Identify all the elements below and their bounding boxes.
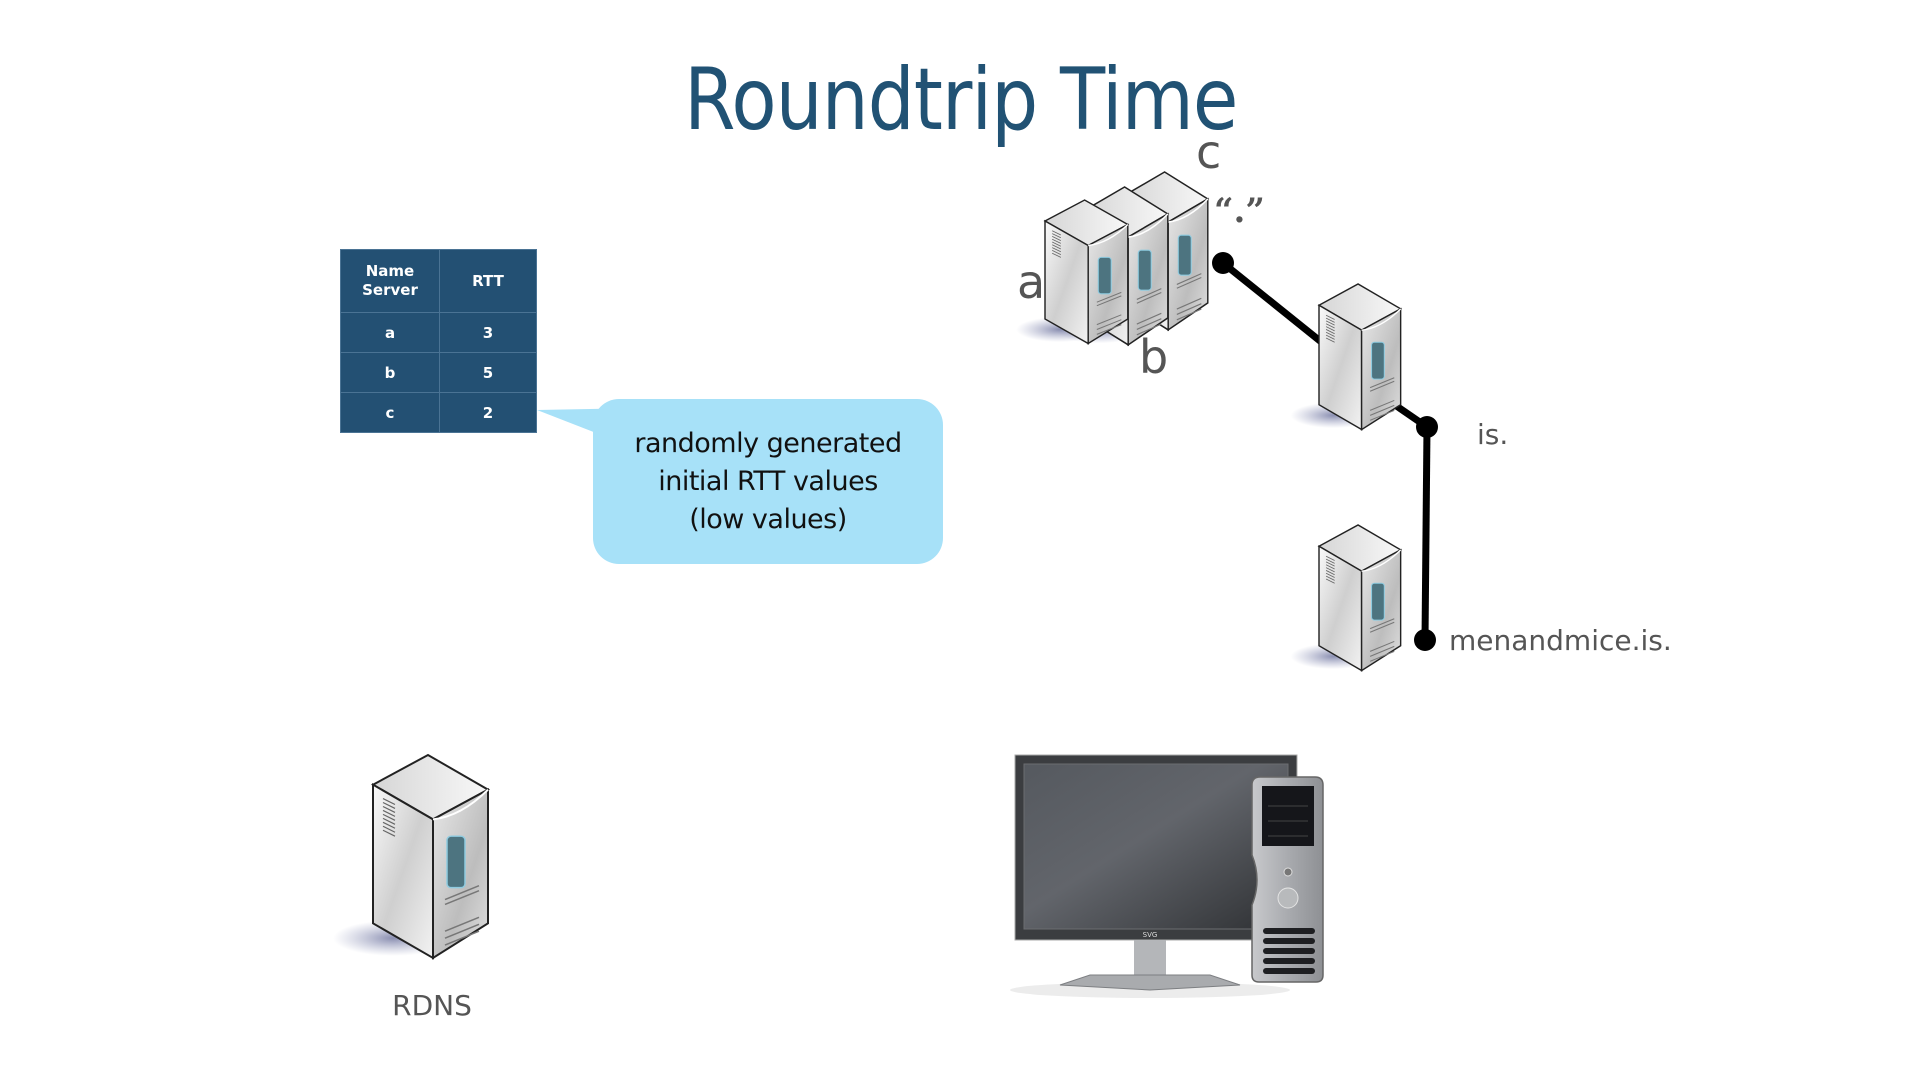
callout-bubble: randomly generated initial RTT values (l…: [593, 399, 943, 564]
connector-dot-tld: [1416, 416, 1438, 438]
table-row: a 3: [340, 312, 537, 353]
cell-rtt: 3: [439, 312, 537, 353]
monitor-stand: [1134, 940, 1166, 976]
tower-power-button: [1283, 867, 1293, 877]
table-row: c 2: [340, 392, 537, 433]
header-line-1: Name: [365, 262, 415, 280]
label-domain: menandmice.is.: [1449, 624, 1672, 657]
domain-server-icon[interactable]: [1289, 524, 1402, 672]
callout-line-3: (low values): [689, 503, 847, 535]
cell-name: b: [340, 352, 440, 393]
client-computer-icon[interactable]: SVG: [1010, 754, 1324, 998]
connector-dot-domain: [1414, 629, 1436, 651]
tower-drive-bay: [1262, 786, 1314, 846]
label-server-a: a: [1017, 255, 1045, 309]
tld-server-icon[interactable]: [1289, 283, 1402, 431]
table-row: b 5: [340, 352, 537, 393]
slide-title: Roundtrip Time: [684, 50, 1238, 150]
callout-line-1: randomly generated: [634, 427, 902, 459]
label-root-zone: “.”: [1214, 191, 1265, 231]
cell-rtt: 5: [439, 352, 537, 393]
tower-vents: [1263, 928, 1315, 974]
callout-line-2: initial RTT values: [658, 465, 878, 497]
label-server-b: b: [1139, 330, 1168, 384]
label-server-c: c: [1196, 125, 1221, 179]
header-rtt: RTT: [439, 249, 537, 313]
header-line-2: Server: [362, 281, 418, 299]
connector-tld-to-domain: [1421, 426, 1431, 641]
connector-dot-root: [1212, 252, 1234, 274]
monitor-brand: SVG: [1143, 931, 1158, 939]
monitor-base: [1059, 974, 1241, 991]
rdns-server-icon[interactable]: [332, 754, 489, 959]
monitor-screen: [1023, 763, 1289, 930]
label-rdns: RDNS: [392, 989, 472, 1022]
label-tld: is.: [1477, 418, 1508, 451]
tower-logo: [1277, 887, 1299, 909]
cell-rtt: 2: [439, 392, 537, 433]
